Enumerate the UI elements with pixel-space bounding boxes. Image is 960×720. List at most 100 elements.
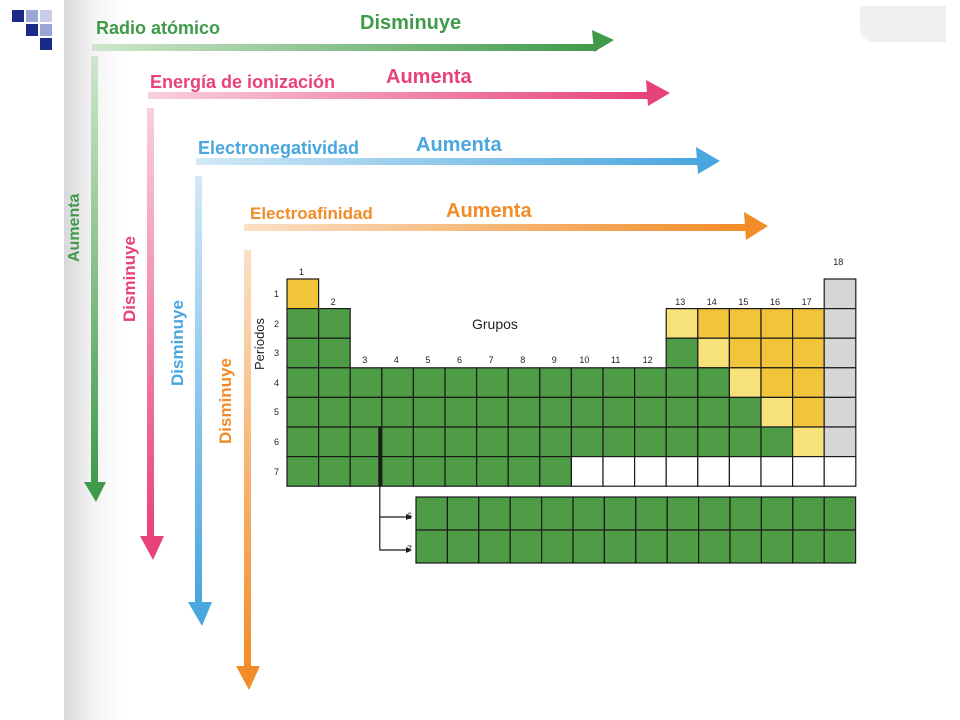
f-block-cell bbox=[446, 529, 480, 564]
group-number: 17 bbox=[801, 296, 812, 307]
element-cell bbox=[349, 426, 383, 458]
element-cell bbox=[318, 337, 351, 369]
element-cell bbox=[318, 367, 351, 398]
f-block-cell bbox=[540, 496, 574, 531]
element-cell bbox=[760, 308, 794, 339]
group-number: 16 bbox=[770, 296, 781, 307]
element-cell bbox=[286, 367, 320, 398]
f-block-period-number: 7 bbox=[407, 544, 413, 554]
element-cell bbox=[349, 396, 383, 428]
f-block-cell bbox=[823, 529, 857, 564]
element-cell bbox=[633, 396, 667, 428]
element-cell bbox=[507, 456, 541, 487]
group-number: 18 bbox=[833, 257, 844, 267]
element-cell bbox=[728, 337, 762, 369]
element-cell bbox=[760, 396, 794, 428]
period-number: 1 bbox=[274, 289, 280, 299]
element-cell bbox=[444, 426, 478, 458]
f-block-period-number: 6 bbox=[407, 511, 413, 521]
element-cell bbox=[665, 456, 699, 487]
element-cell bbox=[602, 426, 636, 458]
element-cell bbox=[412, 426, 446, 458]
element-cell bbox=[286, 456, 320, 487]
element-cell bbox=[602, 367, 636, 398]
element-cell bbox=[760, 456, 794, 487]
element-cell bbox=[381, 396, 414, 428]
f-block-cell bbox=[697, 496, 731, 531]
group-number: 6 bbox=[457, 354, 463, 365]
element-cell bbox=[349, 367, 383, 398]
element-cell bbox=[665, 308, 699, 339]
element-cell bbox=[318, 396, 351, 428]
element-cell bbox=[791, 308, 825, 339]
element-cell bbox=[823, 278, 857, 310]
label-radio-atomico: Radio atómico bbox=[96, 18, 221, 38]
element-cell bbox=[286, 278, 320, 310]
label-electronegatividad-horizontal: Aumenta bbox=[416, 134, 502, 156]
arrow-electroafinidad bbox=[236, 212, 768, 690]
f-block-cell bbox=[792, 529, 825, 564]
group-number: 13 bbox=[675, 296, 686, 307]
element-cell bbox=[760, 367, 794, 398]
label-energia-ionizacion: Energía de ionización bbox=[150, 72, 336, 92]
element-cell bbox=[728, 456, 762, 487]
element-cell bbox=[286, 308, 320, 339]
element-cell bbox=[633, 367, 667, 398]
f-block-cell bbox=[415, 529, 448, 564]
period-number: 4 bbox=[274, 377, 280, 388]
f-block-cell bbox=[666, 529, 700, 564]
element-cell bbox=[728, 396, 762, 428]
element-cell bbox=[444, 367, 478, 398]
element-cell bbox=[507, 396, 541, 428]
group-number: 3 bbox=[362, 354, 368, 365]
arrow-electronegatividad bbox=[188, 147, 720, 626]
element-cell bbox=[665, 367, 699, 398]
element-cell bbox=[602, 396, 636, 428]
element-cell bbox=[823, 396, 857, 428]
period-number: 5 bbox=[274, 407, 280, 418]
element-cell bbox=[412, 367, 446, 398]
element-cell bbox=[791, 337, 825, 369]
element-cell bbox=[791, 396, 825, 428]
label-electroafinidad-horizontal: Aumenta bbox=[446, 200, 532, 222]
group-number: 9 bbox=[551, 354, 557, 365]
group-number: 4 bbox=[393, 354, 399, 365]
element-cell bbox=[570, 456, 604, 487]
group-number: 7 bbox=[488, 354, 494, 365]
element-cell bbox=[539, 426, 572, 458]
element-cell bbox=[539, 396, 572, 428]
arrow-radio-atomico bbox=[84, 30, 614, 502]
element-cell bbox=[665, 426, 699, 458]
group-number: 1 bbox=[299, 267, 305, 277]
f-block-cell bbox=[760, 529, 794, 564]
connector-arrowhead bbox=[406, 514, 412, 520]
element-cell bbox=[444, 396, 478, 428]
group-number: 11 bbox=[611, 354, 621, 365]
element-cell bbox=[697, 426, 730, 458]
periods-label: Períodos bbox=[252, 317, 267, 370]
element-cell bbox=[728, 426, 762, 458]
f-block-cell bbox=[572, 496, 605, 531]
element-cell bbox=[697, 367, 730, 398]
f-block-cell bbox=[666, 496, 700, 531]
element-cell bbox=[507, 426, 541, 458]
group-number: 15 bbox=[738, 296, 749, 307]
element-cell bbox=[697, 396, 730, 428]
label-energia-ionizacion-horizontal: Aumenta bbox=[386, 66, 472, 88]
element-cell bbox=[349, 456, 383, 487]
f-block-cell bbox=[478, 529, 511, 564]
label-electroafinidad: Electroafinidad bbox=[250, 204, 373, 223]
element-cell bbox=[381, 456, 414, 487]
element-cell bbox=[286, 426, 320, 458]
f-block-cell bbox=[697, 529, 731, 564]
f-block-cell bbox=[729, 496, 762, 531]
element-cell bbox=[539, 367, 572, 398]
element-cell bbox=[823, 367, 857, 398]
f-block-cell bbox=[540, 529, 574, 564]
element-cell bbox=[476, 426, 509, 458]
element-cell bbox=[318, 456, 351, 487]
element-cell bbox=[570, 367, 604, 398]
element-cell bbox=[633, 456, 667, 487]
